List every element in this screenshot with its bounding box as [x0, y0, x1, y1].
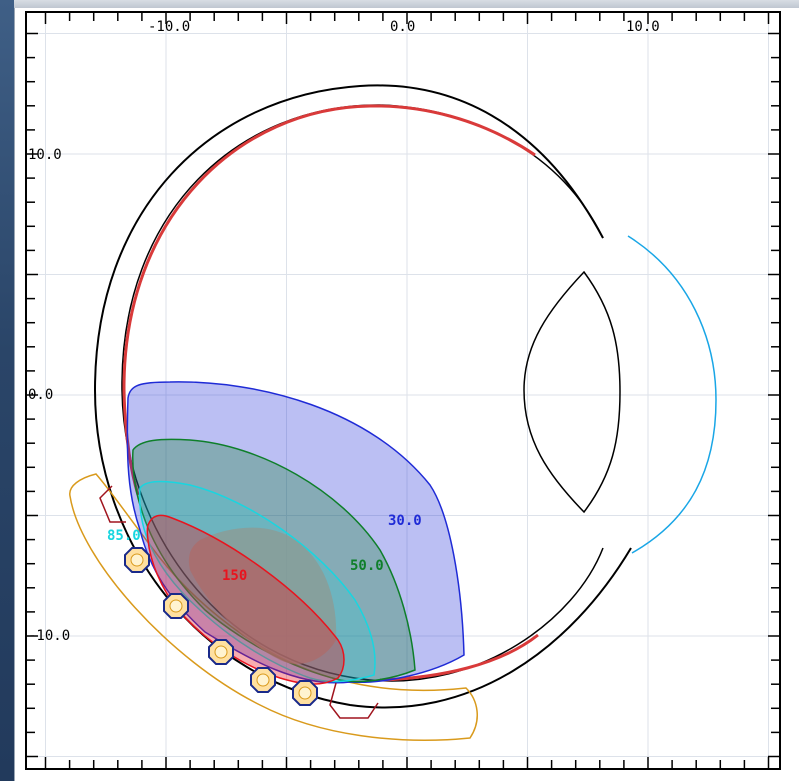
- retina-outline: [122, 104, 536, 496]
- seed-group: [124, 547, 318, 706]
- cornea-outline: [627, 235, 717, 554]
- seed-core: [214, 645, 228, 659]
- y-tick-label-10: 10.0: [28, 147, 62, 163]
- axis-ticks: [26, 12, 780, 769]
- isodose-label-85: 85.0: [107, 528, 141, 544]
- x-tick-label-neg10: -10.0: [148, 19, 190, 35]
- sclera-outline: [93, 84, 632, 709]
- retina-lower-outline: [379, 633, 539, 682]
- plot-frame: [25, 11, 781, 770]
- tumor-region: [188, 527, 337, 664]
- seed-core: [130, 553, 144, 567]
- y-tick-label-0: 0.0: [28, 387, 53, 403]
- isodose-label-30: 30.0: [388, 513, 422, 529]
- isodose-30-region: [126, 381, 465, 684]
- isodose-label-150: 150: [222, 568, 247, 584]
- plaque-outline: [69, 473, 478, 741]
- outer-dose-contour: [99, 485, 379, 719]
- x-tick-label-0: 0.0: [390, 19, 415, 35]
- window-toolbar-strip: [14, 0, 799, 8]
- isodose-label-50: 50.0: [350, 558, 384, 574]
- y-tick-label-neg10: -10.0: [28, 628, 70, 644]
- x-tick-label-10: 10.0: [626, 19, 660, 35]
- seed-core: [169, 599, 183, 613]
- lens-outline: [523, 270, 621, 514]
- seed-core: [256, 673, 270, 687]
- seed-core: [298, 686, 312, 700]
